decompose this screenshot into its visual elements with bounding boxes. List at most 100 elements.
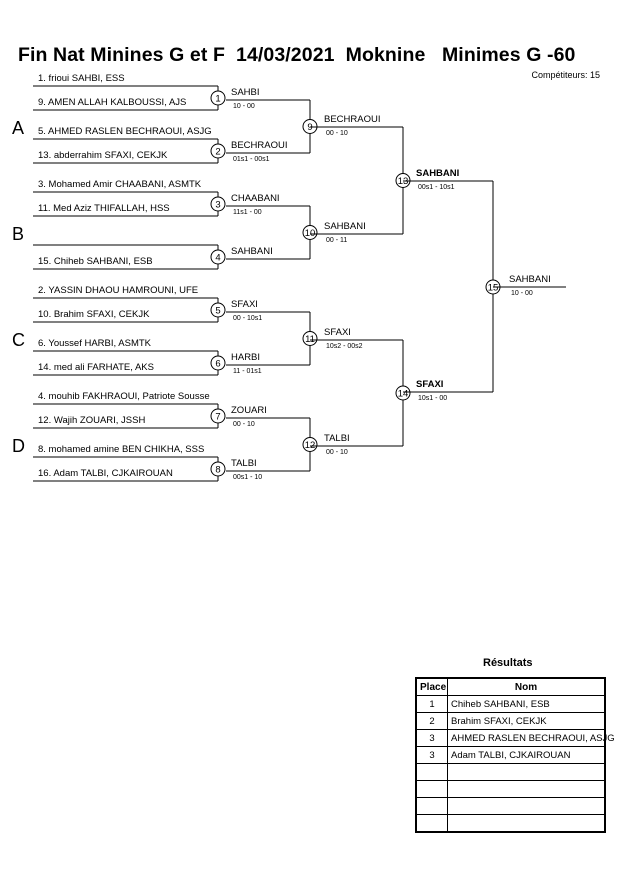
result-place [415,780,448,798]
match-winner: SAHBANI [324,221,366,232]
match-winner: SFAXI [231,299,258,310]
group-label-d: D [12,436,25,456]
match-number: 2 [215,147,220,158]
match-number-circle [302,225,318,240]
competitor-name: 10. Brahim SFAXI, CEKJK [38,309,150,320]
match-winner: TALBI [324,433,350,444]
competitor-name: 9. AMEN ALLAH KALBOUSSI, AJS [38,97,187,108]
match-score: 00s1 - 10 [233,474,263,481]
match-number: 4 [215,253,220,264]
match-number: 5 [215,306,220,317]
match-number: 6 [215,359,220,370]
competitor-name: 5. AHMED RASLEN BECHRAOUI, ASJG [38,126,212,137]
match-number-circle [210,249,226,265]
results-title: Résultats [483,657,533,669]
result-place [415,814,448,833]
match-score: 00 - 10 [233,421,255,428]
match-number-circle [210,302,226,318]
match-number-circle [302,437,318,452]
result-name [447,780,606,798]
result-name: Chiheb SAHBANI, ESB [447,695,606,713]
competitor-name: 13. abderrahim SFAXI, CEKJK [38,150,168,161]
match-number: 3 [215,200,220,211]
match-number-circle [302,331,318,346]
match-number-circle [395,385,411,401]
results-row [415,763,606,781]
results-header-row: Place Nom [415,677,606,696]
result-place [415,763,448,781]
match-number-circle [210,355,226,371]
competitor-name: 16. Adam TALBI, CJKAIROUAN [38,468,173,479]
competitor-name: 14. med ali FARHATE, AKS [38,362,154,373]
competitor-name: 6. Youssef HARBI, ASMTK [38,338,151,349]
results-row [415,814,606,833]
group-label-b: B [12,224,25,244]
result-name [447,814,606,833]
match-score: 11s1 - 00 [233,209,262,216]
match-number-circle [210,143,226,159]
competitor-name: 4. mouhib FAKHRAOUI, Patriote Sousse [38,391,210,402]
match-winner: CHAABANI [231,193,280,204]
competitor-name: 2. YASSIN DHAOU HAMROUNI, UFE [38,285,199,296]
result-name [447,763,606,781]
match-number-circle [210,90,226,106]
match-score: 00 - 10 [326,449,348,456]
match-winner: ZOUARI [231,405,267,416]
match-score: 00 - 11 [326,237,348,244]
result-place: 1 [415,695,448,713]
match-number: 14 [398,389,409,400]
match-score: 00 - 10s1 [233,315,263,322]
match-score: 01s1 - 00s1 [233,156,270,163]
match-winner: SAHBANI [231,246,273,257]
result-name: Adam TALBI, CJKAIROUAN [447,746,606,764]
match-score: 10 - 00 [511,290,533,297]
match-number: 15 [488,283,499,294]
match-score: 10 - 00 [233,103,255,110]
match-number-circle [210,408,226,424]
match-winner: SFAXI [416,379,444,390]
result-place: 2 [415,712,448,730]
match-winner: SAHBANI [416,168,460,179]
match-winner: SAHBI [231,87,260,98]
match-winner: SFAXI [324,327,351,338]
result-place [415,797,448,815]
results-row [415,780,606,798]
competitor-name: 3. Mohamed Amir CHAABANI, ASMTK [38,179,202,190]
group-label-c: C [12,330,25,350]
match-number: 1 [215,94,220,105]
match-score: 10s2 - 00s2 [326,343,363,350]
match-winner: BECHRAOUI [231,140,288,151]
result-place: 3 [415,729,448,747]
match-number: 7 [215,412,220,423]
match-number-circle [210,196,226,212]
competitor-name: 15. Chiheb SAHBANI, ESB [38,256,153,267]
result-name: AHMED RASLEN BECHRAOUI, ASJG [447,729,615,747]
competitor-name: 12. Wajih ZOUARI, JSSH [38,415,146,426]
competitor-name: 1. frioui SAHBI, ESS [38,73,125,84]
match-number: 8 [215,465,220,476]
match-score: 00 - 10 [326,130,348,137]
result-place: 3 [415,746,448,764]
match-winner: HARBI [231,352,261,363]
competitor-name: 11. Med Aziz THIFALLAH, HSS [38,203,170,214]
match-score: 10s1 - 00 [418,395,448,402]
match-winner: SAHBANI [509,274,551,285]
competitors-count: Compétiteurs: 15 [531,70,600,80]
match-score: 11 - 01s1 [233,368,262,375]
match-winner: BECHRAOUI [324,114,381,125]
results-col-place: Place [415,677,448,696]
competitor-name: 8. mohamed amine BEN CHIKHA, SSS [38,444,205,455]
page-title: Fin Nat Minines G et F 14/03/2021 Moknin… [18,44,576,66]
match-number-circle [210,461,226,477]
match-winner: TALBI [231,458,257,469]
result-name: Brahim SFAXI, CEKJK [447,712,606,730]
group-label-a: A [12,118,25,138]
results-row [415,797,606,815]
result-name [447,797,606,815]
